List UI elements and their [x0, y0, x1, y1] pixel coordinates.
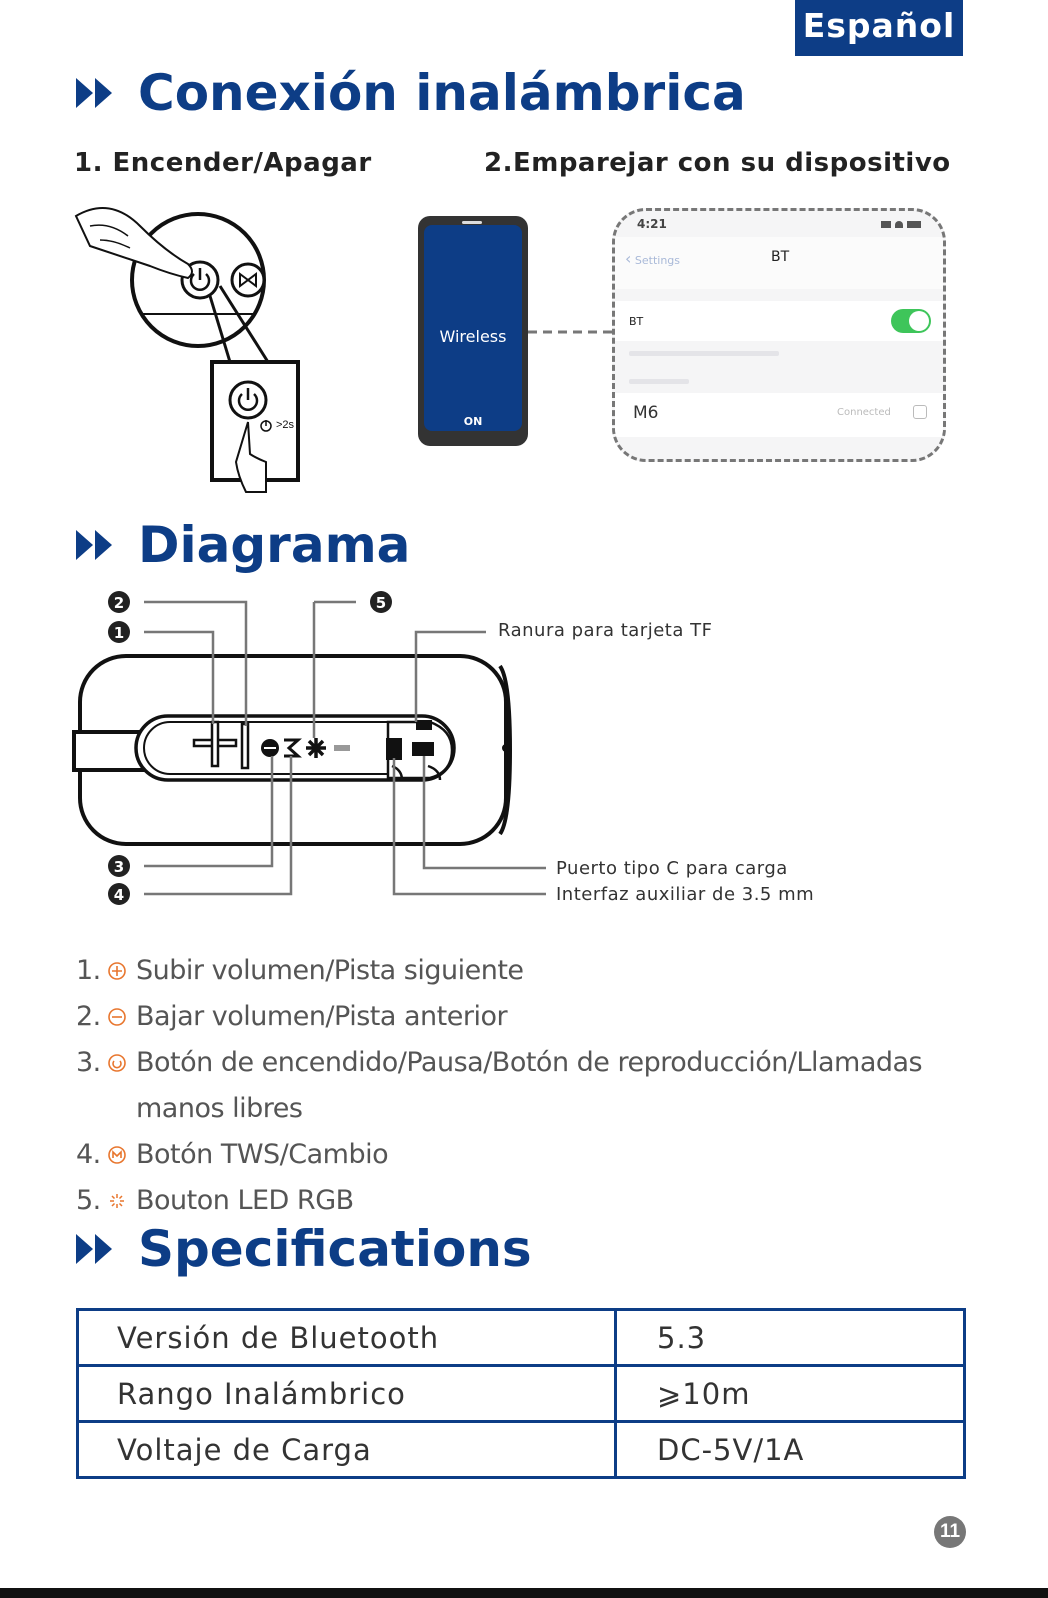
section-title-text: Conexión inalámbrica — [138, 64, 746, 122]
svg-text:3: 3 — [114, 858, 124, 876]
battery-icon — [907, 221, 921, 228]
phone-speaker — [462, 221, 482, 224]
bt-toggle-row — [615, 301, 943, 341]
marker-3: 3 — [108, 855, 130, 877]
list-item: 5. Bouton LED RGB — [76, 1178, 976, 1224]
svg-text:4: 4 — [114, 886, 124, 904]
svg-text:5: 5 — [376, 594, 386, 612]
language-badge: Español — [795, 0, 963, 56]
section-title-conexion: Conexión inalámbrica — [76, 64, 746, 122]
svg-text:2: 2 — [114, 594, 124, 612]
item-text: Bouton LED RGB — [136, 1185, 354, 1216]
item-number: 4. — [76, 1139, 101, 1170]
device-status: Connected — [837, 407, 891, 418]
item-text: Botón TWS/Cambio — [136, 1139, 389, 1170]
marker-5: 5 — [370, 591, 392, 613]
placeholder-line — [629, 379, 689, 384]
phone-on-label: ON — [463, 415, 483, 428]
spec-value: ⩾10m — [614, 1364, 966, 1423]
table-row: Rango Inalámbrico ⩾10m — [76, 1364, 966, 1423]
status-icons — [879, 221, 921, 229]
item-text: Bajar volumen/Pista anterior — [136, 1001, 508, 1032]
pairing-connector — [528, 330, 618, 334]
minus-icon — [240, 722, 250, 770]
function-list: 1. Subir volumen/Pista siguiente 2. Baja… — [76, 948, 976, 1224]
item-text: Subir volumen/Pista siguiente — [136, 955, 524, 986]
svg-text:1: 1 — [114, 624, 124, 642]
section-title-text: Specifications — [138, 1220, 532, 1278]
phone-screen: Wireless ON — [424, 225, 522, 431]
bluetooth-settings-panel: 4:21 ‹ Settings BT BT M6 Connected — [612, 208, 946, 462]
page-number: 11 — [934, 1516, 966, 1548]
led-icon — [306, 738, 326, 758]
item-number: 5. — [76, 1185, 101, 1216]
double-arrow-icon — [76, 1234, 112, 1264]
marker-4: 4 — [108, 883, 130, 905]
aux-port — [386, 738, 402, 760]
status-time: 4:21 — [637, 217, 667, 231]
phone-wireless-label: Wireless — [439, 327, 507, 346]
placeholder-line — [629, 351, 779, 356]
spec-key: Voltaje de Carga — [76, 1420, 617, 1479]
settings-back-link[interactable]: ‹ Settings — [625, 249, 680, 268]
marker-2: 2 — [108, 591, 130, 613]
power-icon — [102, 1040, 132, 1086]
mode-m-icon — [284, 738, 302, 758]
specifications-table: Versión de Bluetooth 5.3 Rango Inalámbri… — [76, 1308, 966, 1479]
step-pair-label: 2.Emparejar con su dispositivo — [484, 148, 951, 178]
back-label: Settings — [634, 254, 681, 267]
signal-icon — [881, 221, 891, 228]
phone-illustration: Wireless ON — [418, 216, 528, 446]
item-text: Botón de encendido/Pausa/Botón de reprod… — [136, 1047, 923, 1124]
plus-icon — [102, 948, 132, 994]
item-number: 3. — [76, 1047, 101, 1078]
device-row[interactable] — [615, 393, 943, 437]
settings-header-title: BT — [771, 249, 790, 265]
spec-value: 5.3 — [614, 1308, 966, 1367]
settings-header — [615, 237, 943, 289]
info-icon[interactable] — [913, 405, 927, 419]
marker-1: 1 — [108, 621, 130, 643]
spec-value: DC-5V/1A — [614, 1420, 966, 1479]
speaker-diagram: 2 1 5 3 4 — [72, 591, 546, 905]
wifi-icon — [895, 221, 903, 228]
mode-m-icon — [102, 1132, 132, 1178]
bt-row-label: BT — [629, 315, 644, 328]
callout-tf-slot: Ranura para tarjeta TF — [498, 620, 713, 641]
table-row: Versión de Bluetooth 5.3 — [76, 1308, 966, 1367]
item-number: 2. — [76, 1001, 101, 1032]
callout-usb-c: Puerto tipo C para carga — [556, 858, 788, 879]
section-title-text: Diagrama — [138, 516, 411, 574]
list-item: 1. Subir volumen/Pista siguiente — [76, 948, 976, 994]
double-arrow-icon — [76, 78, 112, 108]
spec-key: Rango Inalámbrico — [76, 1364, 617, 1423]
bottom-border — [0, 1588, 1048, 1598]
usb-c-port — [412, 742, 434, 756]
toggle-knob — [909, 311, 929, 331]
item-number: 1. — [76, 955, 101, 986]
bt-toggle-switch[interactable] — [891, 309, 931, 333]
chevron-left-icon: ‹ — [625, 249, 632, 268]
led-icon — [102, 1178, 132, 1224]
double-arrow-icon — [76, 530, 112, 560]
list-item: 2. Bajar volumen/Pista anterior — [76, 994, 976, 1040]
step-power-label: 1. Encender/Apagar — [74, 148, 372, 178]
spec-key: Versión de Bluetooth — [76, 1308, 617, 1367]
tf-slot — [416, 720, 432, 730]
device-name: M6 — [633, 403, 659, 423]
section-title-specifications: Specifications — [76, 1220, 532, 1278]
section-title-diagrama: Diagrama — [76, 516, 410, 574]
table-row: Voltaje de Carga DC-5V/1A — [76, 1420, 966, 1479]
power-button-illustration — [74, 207, 300, 493]
list-item: 4. Botón TWS/Cambio — [76, 1132, 976, 1178]
minus-icon — [102, 994, 132, 1040]
list-item: 3. Botón de encendido/Pausa/Botón de rep… — [76, 1040, 976, 1132]
callout-aux: Interfaz auxiliar de 3.5 mm — [556, 884, 815, 905]
hold-duration-label: >2s — [276, 419, 295, 431]
